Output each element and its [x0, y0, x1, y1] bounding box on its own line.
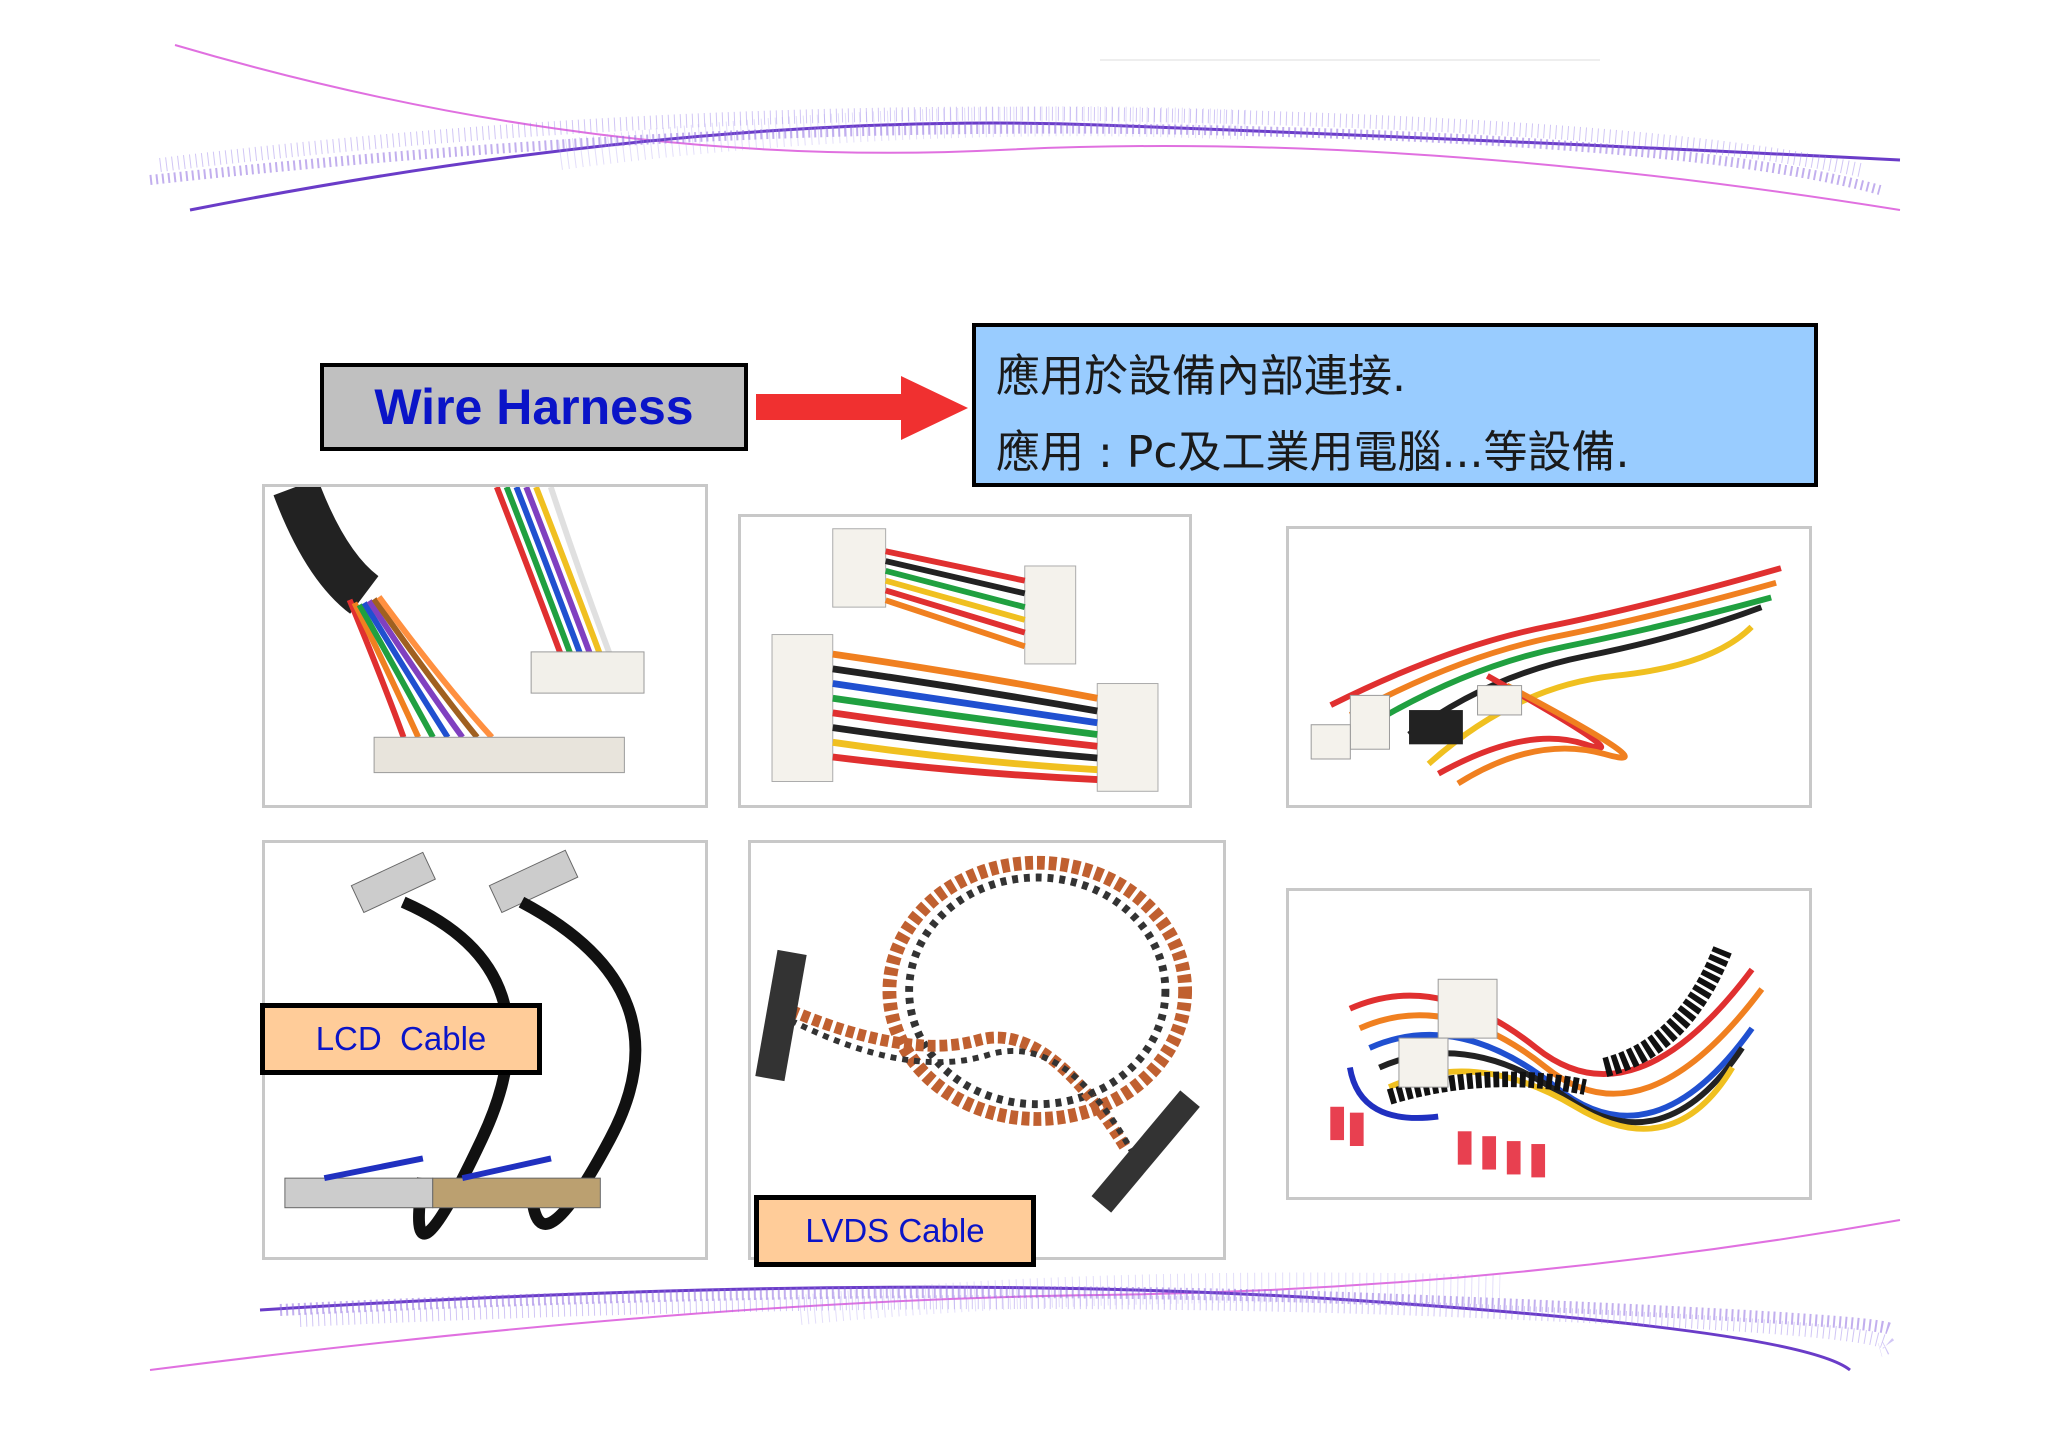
wire-harness-photo-1: [262, 484, 708, 808]
lcd-cable-photo: [262, 840, 708, 1260]
wire-harness-title-box: Wire Harness: [320, 363, 748, 451]
wire-harness-photo-6: [1286, 888, 1812, 1200]
lvds-cable-photo: [748, 840, 1226, 1260]
bottom-wave-decoration: [149, 1219, 1901, 1372]
wire-harness-photo-2: [738, 514, 1192, 808]
description-line-1: 應用於設備內部連接.: [996, 351, 1406, 402]
description-box: 應用於設備內部連接. 應用 : Pc及工業用電腦...等設備.: [972, 323, 1818, 487]
lvds-cable-label: LVDS Cable: [754, 1195, 1036, 1267]
lcd-cable-label: LCD Cable: [260, 1003, 542, 1075]
wire-harness-photo-3: [1286, 526, 1812, 808]
top-wave-decoration: [149, 44, 1901, 212]
description-line-2: 應用 : Pc及工業用電腦...等設備.: [996, 427, 1630, 478]
wire-harness-title: Wire Harness: [374, 379, 694, 435]
right-arrow-icon: [756, 376, 968, 440]
